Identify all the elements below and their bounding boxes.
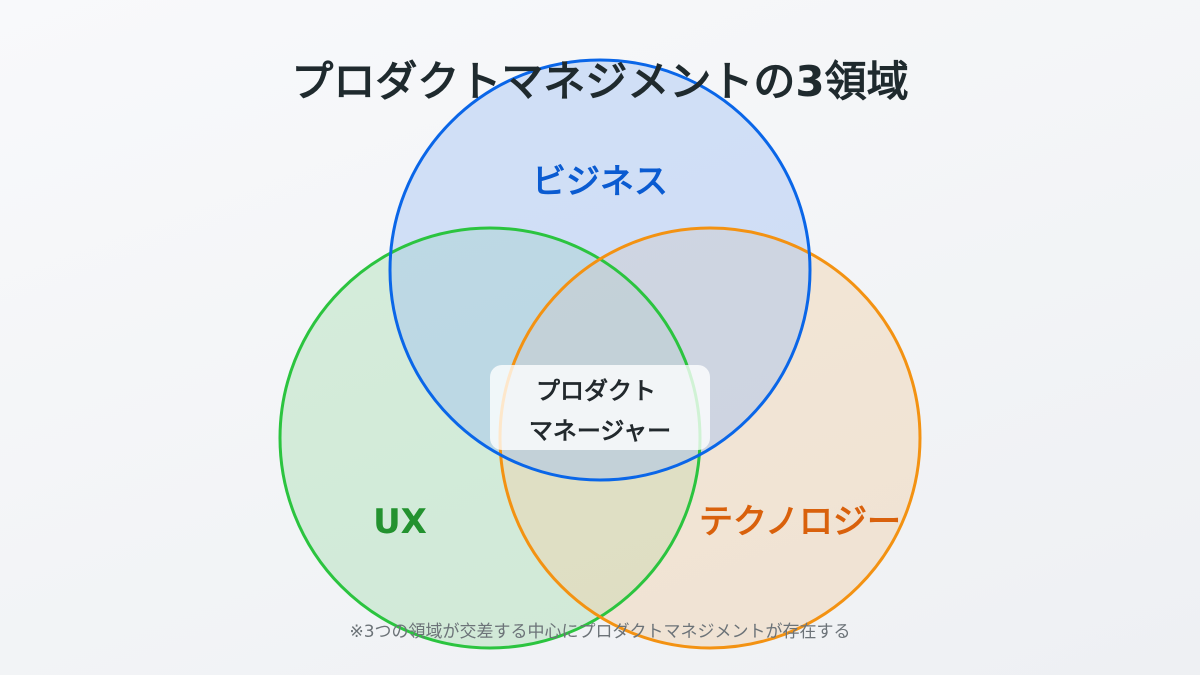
center-label-line2: マネージャー xyxy=(529,417,671,445)
footnote: ※3つの領域が交差する中心にプロダクトマネジメントが存在する xyxy=(349,622,850,642)
center-label-box xyxy=(490,365,710,450)
diagram-title: プロダクトマネジメントの3領域 xyxy=(291,57,908,106)
center-label-line1: プロダクト xyxy=(536,377,656,405)
business-label: ビジネス xyxy=(532,162,668,202)
technology-label: テクノロジー xyxy=(699,502,901,542)
business-circle-outline xyxy=(388,58,812,482)
ux-label: UX xyxy=(373,502,427,542)
